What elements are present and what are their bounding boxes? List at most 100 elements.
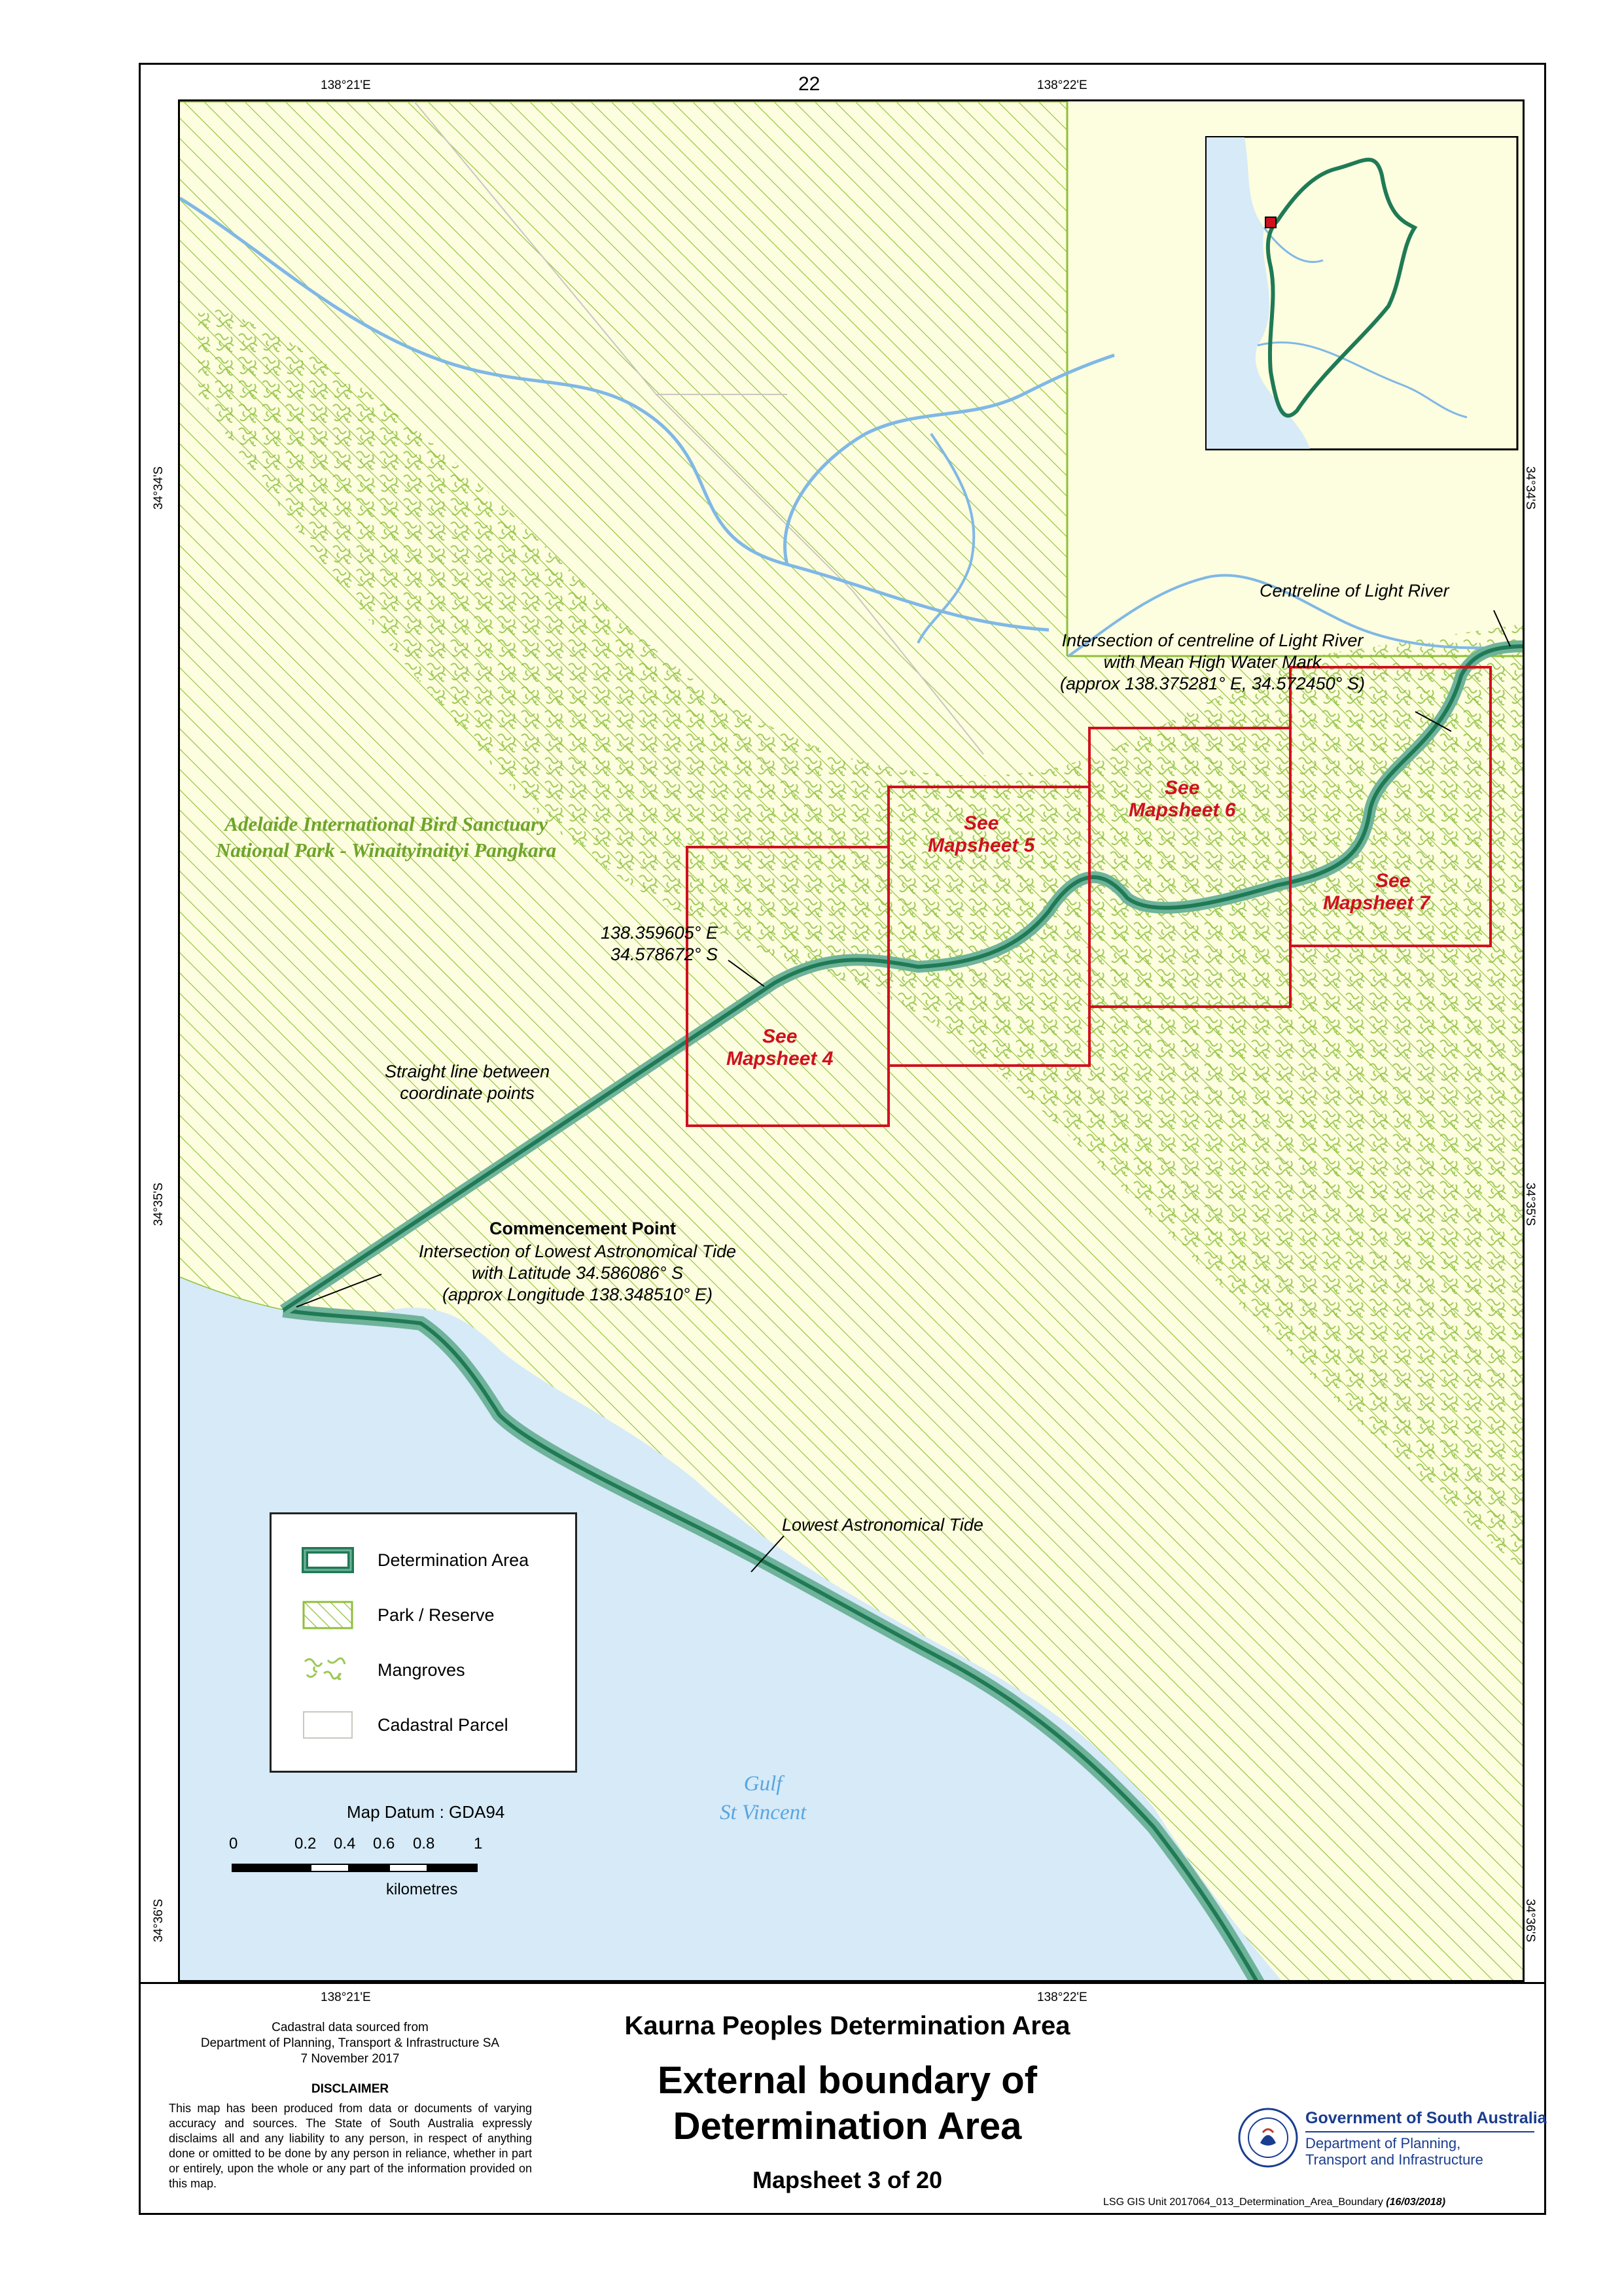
legend-label-mangroves: Mangroves bbox=[378, 1660, 465, 1680]
scale-tick-0: 0 bbox=[229, 1835, 238, 1852]
intersection-label: Intersection of centreline of Light Rive… bbox=[1060, 630, 1365, 695]
map-frame bbox=[139, 63, 1546, 2215]
gov-department-line2: Transport and Infrastructure bbox=[1305, 2151, 1483, 2168]
legend-label-cadastral: Cadastral Parcel bbox=[378, 1714, 508, 1735]
scale-seg-2 bbox=[310, 1864, 349, 1872]
scale-seg-1 bbox=[232, 1864, 310, 1872]
legend: Determination Area Park / Reserve Mangro… bbox=[270, 1512, 577, 1773]
lat-tick-right-top: 34°34'S bbox=[1523, 466, 1538, 510]
mangrove-swatch bbox=[302, 1655, 354, 1685]
data-source-line1: Cadastral data sourced from bbox=[272, 2021, 429, 2034]
straight-line-label-line1: Straight line between bbox=[385, 1062, 550, 1081]
scale-seg-3 bbox=[349, 1864, 389, 1872]
gov-department: Department of Planning, Transport and In… bbox=[1305, 2135, 1483, 2168]
mapsheet-4-name: Mapsheet 4 bbox=[726, 1048, 834, 1070]
lat-tick-left-bottom: 34°36'S bbox=[152, 1898, 166, 1943]
scale-tick-08: 0.8 bbox=[413, 1835, 435, 1852]
scale-tick-06: 0.6 bbox=[373, 1835, 395, 1852]
commencement-label-line1: Intersection of Lowest Astronomical Tide bbox=[419, 1242, 736, 1261]
coord-label-lat: 34.578672° S bbox=[610, 945, 718, 964]
mapsheet-5-see: See bbox=[964, 812, 999, 834]
lon-tick-bottom-left: 138°21'E bbox=[321, 1991, 371, 2004]
intersection-label-line1: Intersection of centreline of Light Rive… bbox=[1061, 631, 1364, 650]
disclaimer-text: This map has been produced from data or … bbox=[169, 2102, 532, 2190]
map-subtitle: Kaurna Peoples Determination Area bbox=[624, 2011, 1070, 2040]
sa-crest-icon bbox=[1238, 2108, 1298, 2168]
map-title: External boundary of Determination Area bbox=[537, 2058, 1158, 2149]
disclaimer-title: DISCLAIMER bbox=[311, 2082, 389, 2096]
map-canvas bbox=[180, 101, 1523, 1980]
intersection-label-line3: (approx 138.375281° E, 34.572450° S) bbox=[1060, 674, 1365, 693]
scale-unit: kilometres bbox=[386, 1881, 458, 1898]
centreline-label: Centreline of Light River bbox=[1260, 581, 1449, 600]
coord-label: 138.359605° E 34.578672° S bbox=[601, 922, 718, 965]
gov-department-line1: Department of Planning, bbox=[1305, 2135, 1461, 2151]
sheet-number: 22 bbox=[798, 73, 821, 95]
gulf-label-line2: St Vincent bbox=[720, 1801, 807, 1824]
legend-item-park: Park / Reserve bbox=[302, 1595, 495, 1635]
legend-item-mangroves: Mangroves bbox=[302, 1650, 465, 1690]
gis-credit-text: LSG GIS Unit 2017064_013_Determination_A… bbox=[1103, 2197, 1383, 2208]
footer-divider bbox=[139, 1982, 1546, 1984]
government-logo: Government of South Australia Department… bbox=[1237, 2104, 1547, 2176]
mapsheet-7-see: See bbox=[1375, 870, 1411, 892]
scale-tick-02: 0.2 bbox=[294, 1835, 317, 1852]
mapsheet-7-box bbox=[1289, 666, 1492, 947]
legend-label-determination: Determination Area bbox=[378, 1550, 529, 1570]
determination-swatch bbox=[302, 1545, 354, 1575]
gis-credit-date: (16/03/2018) bbox=[1386, 2197, 1446, 2208]
park-label-line2: National Park - Winaityinaityi Pangkara bbox=[216, 839, 557, 861]
mapsheet-7-label[interactable]: See Mapsheet 7 bbox=[1323, 870, 1430, 914]
legend-item-cadastral: Cadastral Parcel bbox=[302, 1705, 508, 1745]
cadastral-swatch bbox=[302, 1710, 354, 1740]
straight-line-label: Straight line between coordinate points bbox=[385, 1061, 550, 1104]
commencement-title: Commencement Point bbox=[489, 1219, 677, 1238]
gis-credit: LSG GIS Unit 2017064_013_Determination_A… bbox=[1103, 2197, 1445, 2208]
gov-divider bbox=[1305, 2131, 1534, 2132]
data-source: Cadastral data sourced from Department o… bbox=[164, 2020, 537, 2067]
lowest-astronomical-tide-label: Lowest Astronomical Tide bbox=[782, 1515, 983, 1535]
scale-seg-5 bbox=[428, 1864, 478, 1872]
map-datum: Map Datum : GDA94 bbox=[347, 1802, 505, 1822]
lat-tick-right-bottom: 34°36'S bbox=[1523, 1898, 1538, 1943]
gulf-label-line1: Gulf bbox=[743, 1772, 783, 1796]
gulf-label: Gulf St Vincent bbox=[720, 1769, 806, 1827]
mapsheet-counter: Mapsheet 3 of 20 bbox=[752, 2166, 943, 2193]
lon-tick-bottom-right: 138°22'E bbox=[1037, 1991, 1087, 2004]
lat-tick-left-mid: 34°35'S bbox=[152, 1182, 166, 1226]
lon-tick-top-right: 138°22'E bbox=[1037, 78, 1087, 92]
legend-item-determination: Determination Area bbox=[302, 1540, 529, 1580]
mapsheet-5-label[interactable]: See Mapsheet 5 bbox=[928, 812, 1034, 857]
inset-location-marker bbox=[1265, 217, 1277, 228]
lon-tick-top-left: 138°21'E bbox=[321, 78, 371, 92]
park-label: Adelaide International Bird Sanctuary Na… bbox=[216, 811, 556, 863]
inset-map bbox=[1205, 136, 1519, 451]
commencement-label-line3: (approx Longitude 138.348510° E) bbox=[442, 1285, 713, 1304]
mapsheet-6-see: See bbox=[1165, 777, 1200, 799]
mapsheet-4-label[interactable]: See Mapsheet 4 bbox=[726, 1026, 833, 1070]
lat-tick-left-top: 34°34'S bbox=[152, 466, 166, 510]
mapsheet-7-name: Mapsheet 7 bbox=[1323, 892, 1430, 914]
mapsheet-6-label[interactable]: See Mapsheet 6 bbox=[1129, 777, 1235, 822]
gov-name: Government of South Australia bbox=[1305, 2109, 1547, 2127]
data-source-line3: 7 November 2017 bbox=[300, 2052, 400, 2066]
mapsheet-5-name: Mapsheet 5 bbox=[928, 835, 1035, 856]
map-title-line1: External boundary of bbox=[657, 2059, 1038, 2102]
lat-tick-right-mid: 34°35'S bbox=[1523, 1182, 1538, 1226]
park-label-line1: Adelaide International Bird Sanctuary bbox=[224, 812, 548, 835]
mapsheet-6-name: Mapsheet 6 bbox=[1129, 799, 1236, 821]
scale-bar: 0 0.2 0.4 0.6 0.8 1 kilometres bbox=[229, 1835, 622, 1900]
commencement-label: Intersection of Lowest Astronomical Tide… bbox=[419, 1241, 736, 1306]
intersection-label-line2: with Mean High Water Mark bbox=[1103, 652, 1322, 672]
scale-seg-4 bbox=[389, 1864, 428, 1872]
park-swatch bbox=[302, 1600, 354, 1630]
scale-tick-04: 0.4 bbox=[334, 1835, 356, 1852]
commencement-label-line2: with Latitude 34.586086° S bbox=[471, 1263, 684, 1283]
straight-line-label-line2: coordinate points bbox=[400, 1083, 535, 1103]
scale-tick-1: 1 bbox=[474, 1835, 483, 1852]
legend-label-park: Park / Reserve bbox=[378, 1605, 495, 1625]
coord-label-lon: 138.359605° E bbox=[601, 923, 718, 943]
data-source-line2: Department of Planning, Transport & Infr… bbox=[200, 2036, 500, 2050]
map-title-line2: Determination Area bbox=[673, 2105, 1022, 2148]
mapsheet-4-see: See bbox=[762, 1026, 798, 1047]
